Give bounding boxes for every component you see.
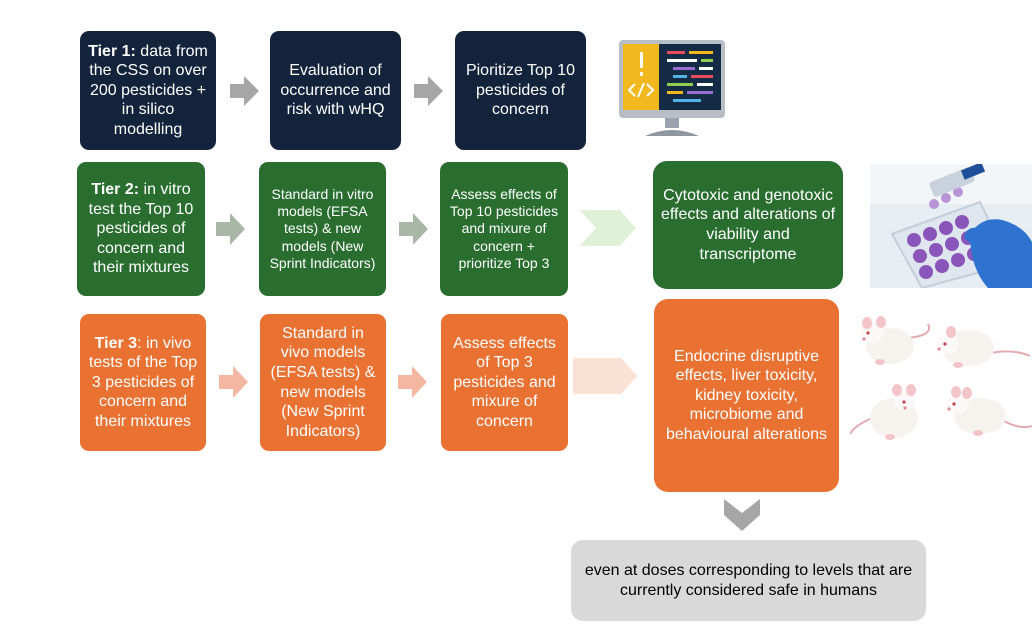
tier3-result-box: Endocrine disruptive effects, liver toxi… (654, 299, 839, 492)
tier3-box-invivo: Tier 3: in vivo tests of the Top 3 pesti… (80, 314, 206, 451)
tier3-description: : in vivo tests of the Top 3 pesticides … (88, 334, 198, 430)
tier2-result-box: Cytotoxic and genotoxic effects and alte… (653, 161, 843, 289)
arrow-right-icon (398, 366, 427, 398)
arrow-right-icon (399, 213, 428, 245)
conclusion-box: even at doses corresponding to levels th… (571, 540, 926, 621)
tier2-box-models: Standard in vitro models (EFSA tests) & … (259, 162, 386, 296)
chevron-down-icon (724, 499, 760, 531)
arrow-right-icon (230, 76, 259, 106)
tier3-box-assess: Assess effects of Top 3 pesticides and m… (441, 314, 568, 451)
chevron-right-icon (580, 210, 636, 246)
lab-pipette-icon (870, 164, 1032, 288)
tier1-box-evaluation: Evaluation of occurrence and risk with w… (270, 31, 401, 150)
arrow-right-icon (219, 366, 248, 398)
tier3-box-models: Standard in vivo models (EFSA tests) & n… (260, 314, 386, 451)
tier3-label: Tier 3 (94, 334, 138, 352)
chevron-right-icon (573, 358, 637, 394)
computer-code-icon (619, 40, 725, 136)
tier2-box-assess: Assess effects of Top 10 pesticides and … (440, 162, 568, 296)
tier1-description: data from the CSS on over 200 pesticides… (89, 42, 208, 138)
tier1-box-data: Tier 1: data from the CSS on over 200 pe… (80, 31, 216, 150)
tier1-label: Tier 1: (88, 42, 136, 60)
tier2-description: in vitro test the Top 10 pesticides of c… (88, 181, 194, 277)
tier2-label: Tier 2: (91, 181, 140, 199)
tier2-box-invitro: Tier 2: in vitro test the Top 10 pestici… (77, 162, 205, 296)
lab-rats-icon (850, 316, 1032, 440)
tier1-box-prioritize: Pioritize Top 10 pesticides of concern (455, 31, 586, 150)
arrow-right-icon (414, 76, 443, 106)
arrow-right-icon (216, 213, 245, 245)
